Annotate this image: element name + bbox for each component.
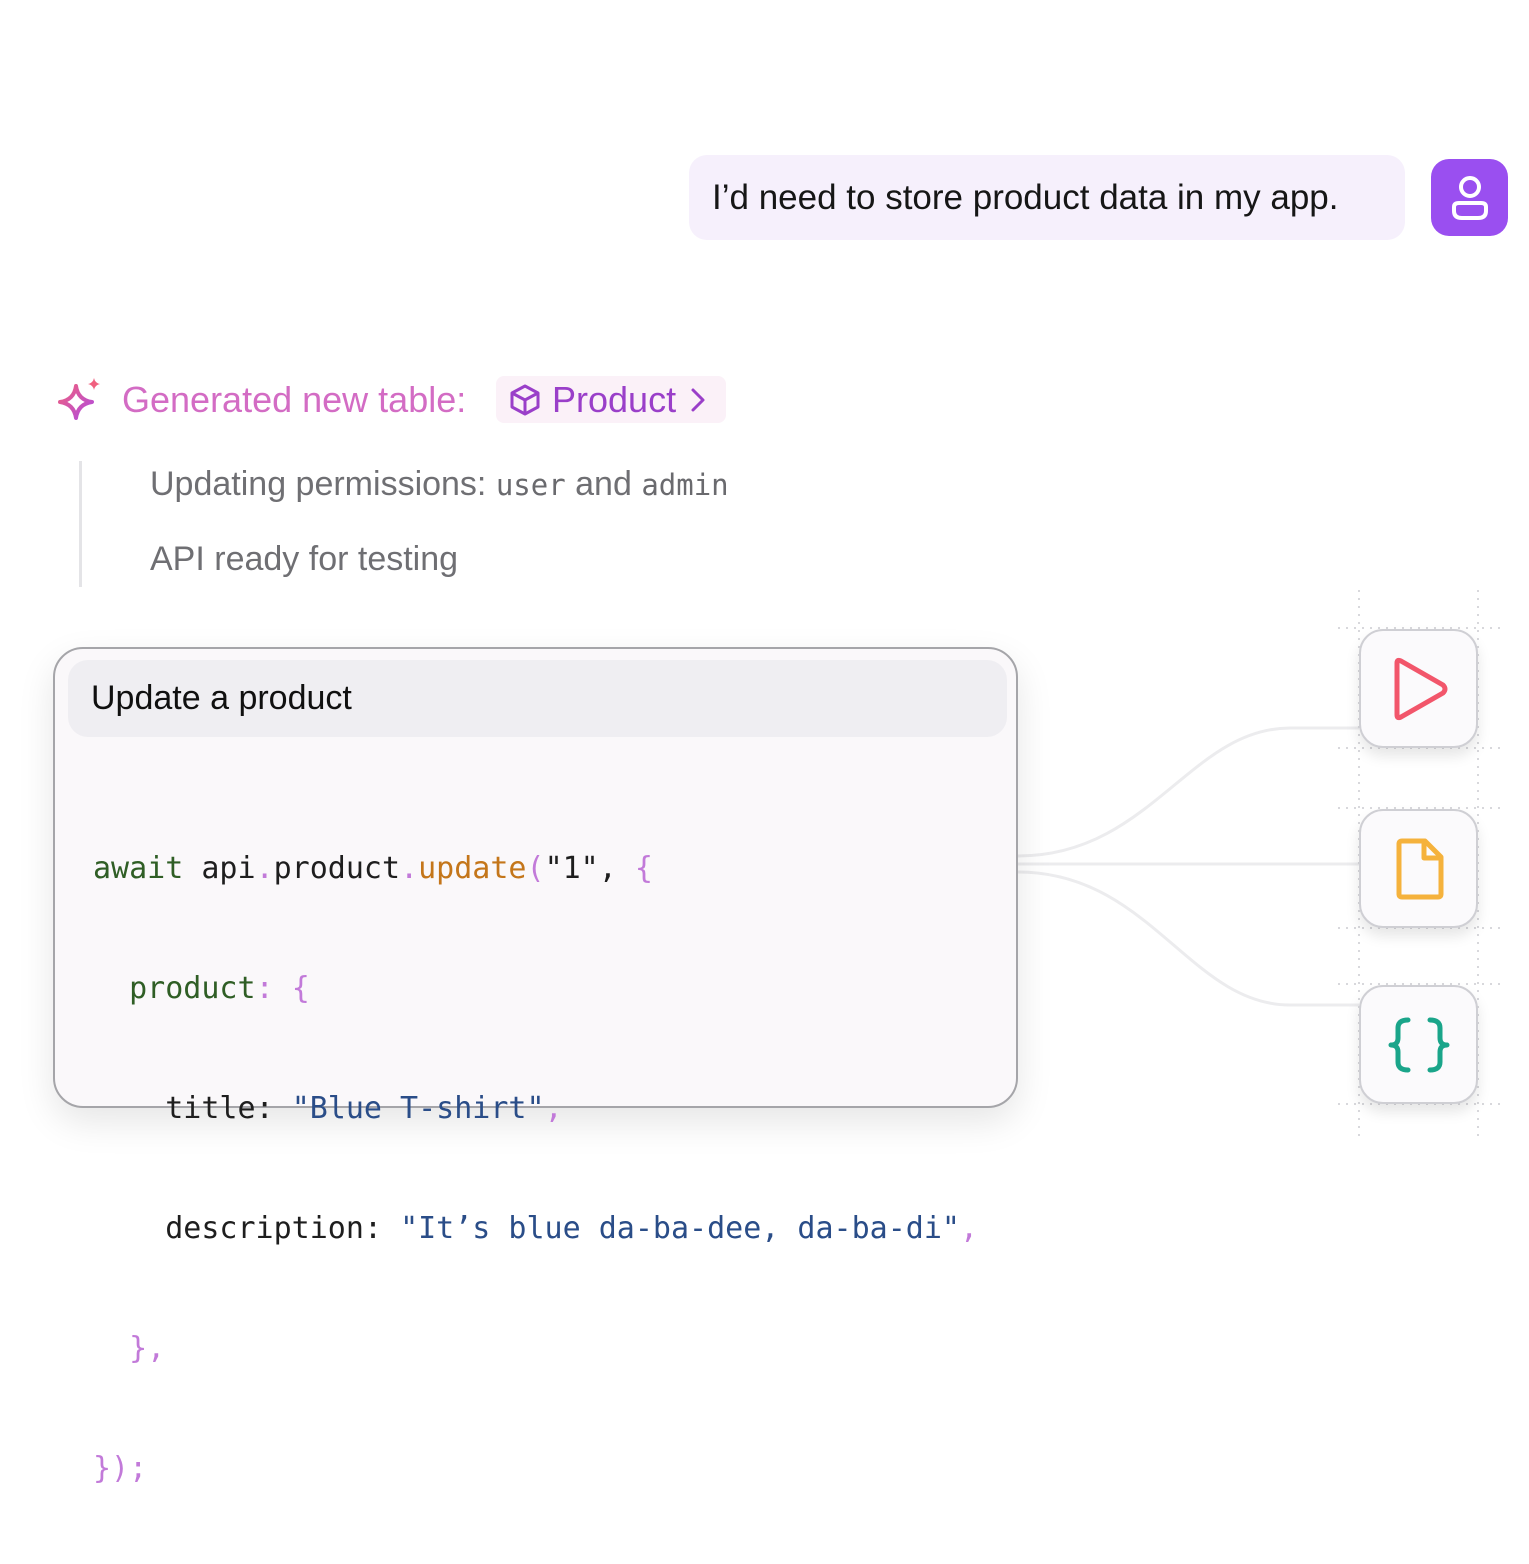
code-token: description (165, 1211, 364, 1246)
status-permissions: Updating permissions: user and admin (150, 465, 729, 504)
code-line: description: "It’s blue da-ba-dee, da-ba… (93, 1204, 978, 1254)
code-card: Update a product await api.product.updat… (53, 647, 1018, 1486)
code-token: { (634, 851, 653, 886)
code-line: title: "Blue T-shirt", (93, 1084, 978, 1134)
user-message-bubble: I’d need to store product data in my app… (689, 155, 1405, 240)
user-icon (1451, 175, 1488, 220)
status-rail (79, 461, 82, 587)
table-chip-label: Product (552, 378, 677, 420)
status-api-ready: API ready for testing (150, 540, 459, 578)
and-word: and (575, 465, 632, 503)
chevron-right-icon (690, 387, 706, 413)
code-token: : (363, 1211, 401, 1246)
code-token: "Blue T-shirt" (291, 1091, 545, 1126)
document-icon (1396, 838, 1443, 899)
user-message-text: I’d need to store product data in my app… (712, 177, 1339, 217)
code-indent (93, 1331, 129, 1366)
code-line: }); (93, 1444, 978, 1494)
code-token: update (418, 851, 527, 886)
code-indent (93, 971, 129, 1006)
code-line: }, (93, 1324, 978, 1374)
code-token: ( (526, 851, 545, 886)
permissions-prefix: Updating permissions: (150, 465, 487, 503)
code-token: . (400, 851, 419, 886)
code-token: : (255, 1091, 292, 1126)
code-token: : (255, 971, 292, 1006)
code-token: }, (129, 1331, 166, 1366)
generated-label: Generated new table: (122, 379, 467, 420)
code-token: "1" (544, 851, 599, 886)
sparkle-icon (58, 378, 100, 420)
code-token: "It’s blue da-ba-dee, da-ba-di" (400, 1211, 960, 1246)
code-indent (93, 1211, 165, 1246)
code-token: product (129, 971, 256, 1006)
code-token: product (273, 851, 401, 886)
run-button[interactable] (1359, 629, 1478, 748)
code-card-title: Update a product (68, 660, 1007, 737)
user-avatar[interactable] (1431, 159, 1508, 236)
json-button[interactable] (1359, 985, 1478, 1104)
code-token: . (255, 851, 274, 886)
code-token: await (93, 851, 184, 886)
code-line: product: { (93, 964, 978, 1014)
role-user: user (495, 468, 566, 502)
code-token: title (165, 1091, 256, 1126)
braces-icon (1388, 1017, 1449, 1072)
table-chip-product[interactable]: Product (496, 376, 726, 423)
code-token: }); (93, 1451, 148, 1486)
role-admin: admin (641, 468, 729, 502)
code-token: { (291, 971, 310, 1006)
cube-icon (510, 384, 540, 415)
code-block[interactable]: await api.product.update("1", { product:… (93, 774, 978, 1564)
code-line: await api.product.update("1", { (93, 844, 978, 894)
code-indent (93, 1091, 165, 1126)
code-token: , (544, 1091, 563, 1126)
code-token: api (183, 851, 256, 886)
play-icon (1394, 657, 1447, 720)
code-token: , (598, 851, 635, 886)
code-token: , (959, 1211, 979, 1246)
docs-button[interactable] (1359, 809, 1478, 928)
